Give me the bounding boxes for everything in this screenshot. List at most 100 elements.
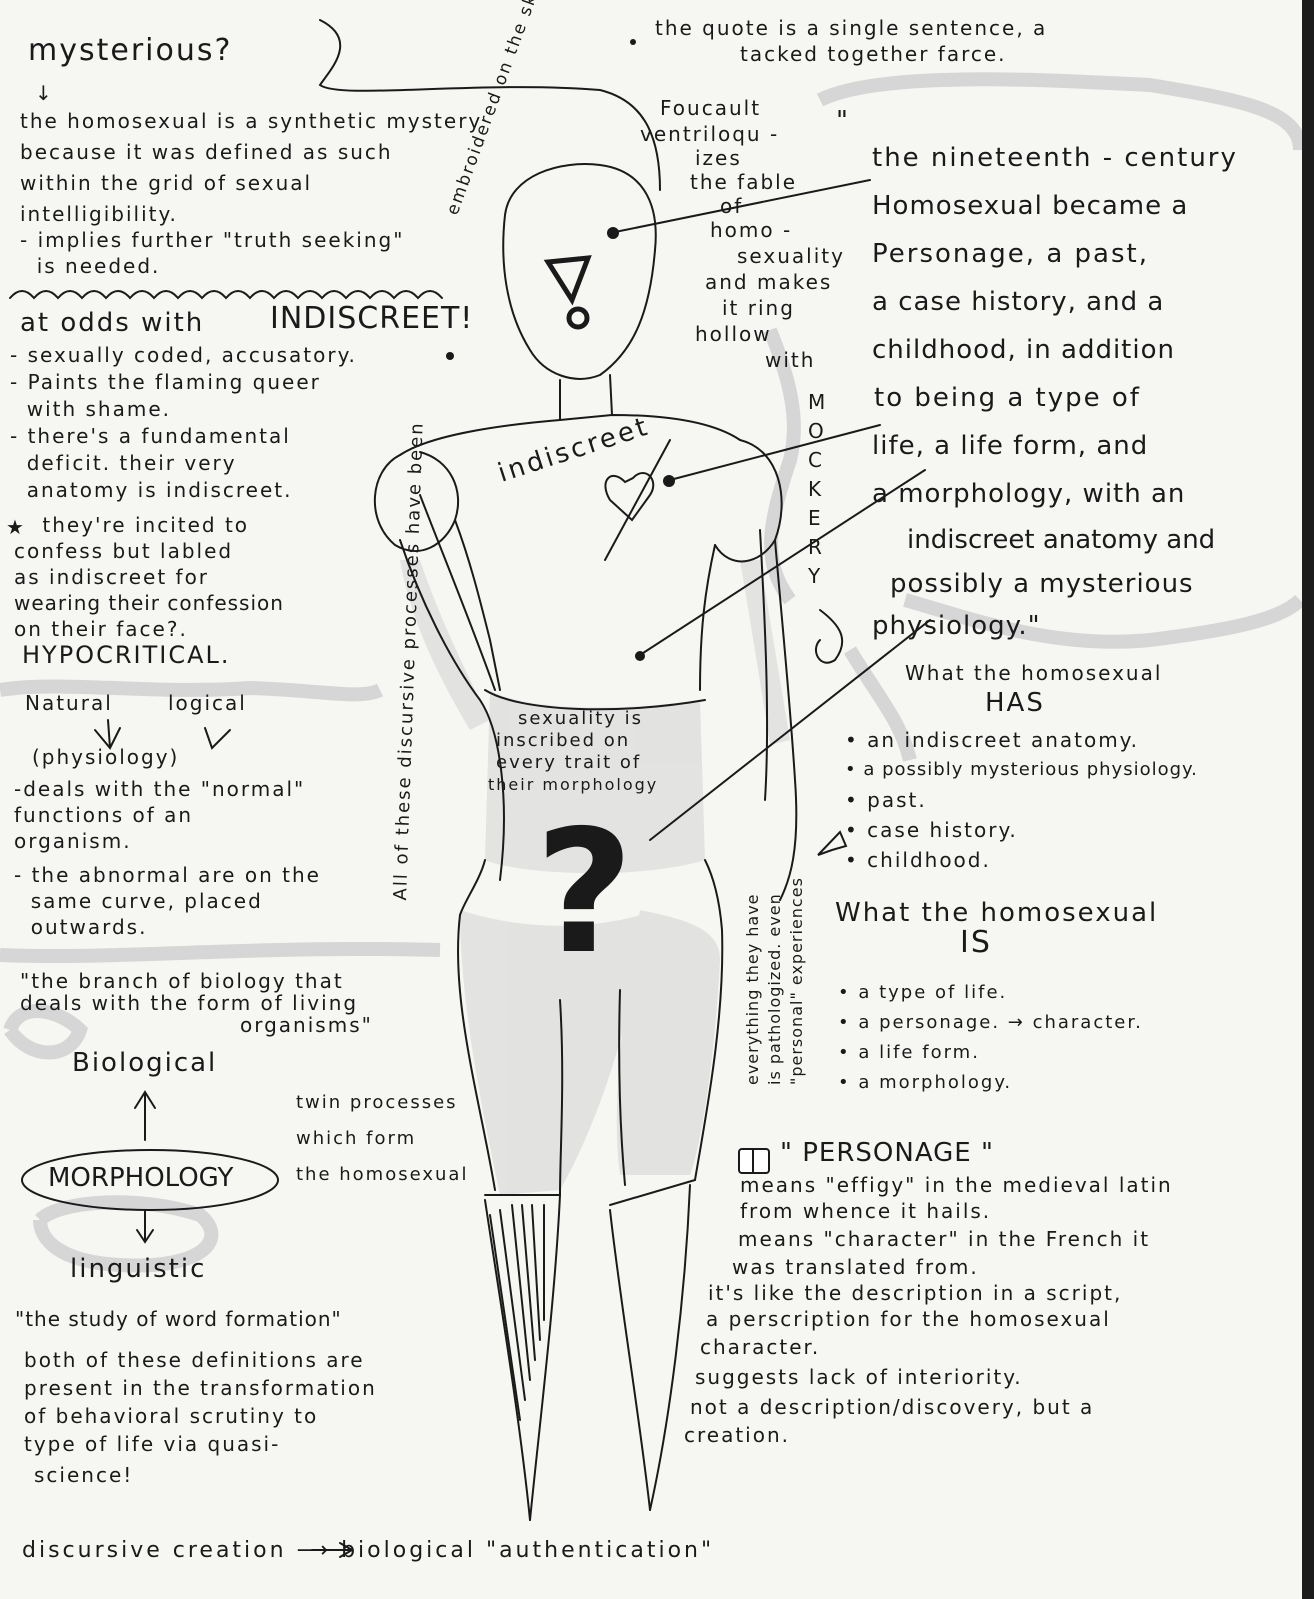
foucault-note: Foucault ventriloqu - izes the fable of … [660, 95, 860, 373]
word-formation-notes: both of these definitions are present in… [24, 1346, 377, 1492]
note-line: creation. [684, 1422, 1117, 1448]
note-line: on their face?. [14, 616, 284, 642]
note-line: as indiscreet for [14, 564, 284, 590]
has-heading-prefix: What the homosexual [905, 660, 1162, 686]
morphology-definition: "the branch of biology that deals with t… [20, 970, 358, 1036]
indiscreet-notes: - sexually coded, accusatory. - Paints t… [10, 342, 357, 504]
has-item-text: past. [867, 788, 927, 812]
indiscreet-heading-word: INDISCREET! [270, 306, 473, 332]
mockery-letter: Y [808, 562, 832, 591]
note-line: a perscription for the homosexual [706, 1306, 1139, 1332]
note-line: -deals with the "normal" [14, 776, 321, 802]
hypocritical-label: HYPOCRITICAL. [22, 642, 231, 668]
personage-title: " PERSONAGE " [780, 1140, 994, 1166]
note-line: both of these definitions are [24, 1346, 377, 1374]
note-line: ventriloqu - [640, 121, 840, 147]
quote-line: a morphology, with an [872, 470, 1302, 518]
has-item-text: childhood. [867, 848, 991, 872]
quote-line: physiology." [872, 606, 1302, 646]
note-line: "personal" experiences [786, 877, 808, 1085]
list-item: • a life form. [838, 1038, 1143, 1068]
list-item: • an indiscreet anatomy. [845, 725, 1198, 755]
mockery-letter: C [808, 446, 832, 475]
note-line: within the grid of sexual [20, 170, 482, 196]
mockery-letter: E [808, 504, 832, 533]
physiology-notes: -deals with the "normal" functions of an… [14, 776, 321, 940]
note-line: Foucault [660, 95, 860, 121]
book-icon [738, 1148, 770, 1174]
note-line: sexuality is [518, 708, 688, 730]
note-line: the fable [690, 169, 890, 195]
note-line: because it was defined as such [20, 139, 482, 165]
has-item-text: an indiscreet anatomy. [867, 728, 1139, 752]
physiology-word: (physiology) [32, 744, 179, 770]
note-line: - implies further "truth seeking" [20, 227, 482, 253]
note-line: izes [695, 147, 895, 169]
note-line: - there's a fundamental [10, 423, 357, 450]
quote-line: a case history, and a [872, 278, 1302, 326]
note-line: deficit. their very [10, 450, 357, 477]
note-line: type of life via quasi- [24, 1430, 377, 1458]
mysterious-notes: the homosexual is a synthetic mystery be… [20, 108, 482, 279]
foucault-quote: the nineteenth - century Homosexual beca… [872, 134, 1302, 646]
linguistic-label: linguistic [70, 1256, 206, 1282]
quote-line: the nineteenth - century [872, 134, 1302, 182]
quote-line: possibly a mysterious [890, 562, 1314, 606]
list-item: • a morphology. [838, 1068, 1143, 1098]
note-line: was translated from. [732, 1254, 1165, 1280]
quote-line: Personage, a past, [872, 230, 1302, 278]
list-item: • childhood. [845, 845, 1198, 875]
is-item-text: a personage. → character. [858, 1012, 1143, 1033]
logical-label: logical [168, 690, 247, 716]
is-item-text: a type of life. [858, 982, 1007, 1003]
quote-line: indiscreet anatomy and [907, 518, 1314, 562]
list-item: • past. [845, 785, 1198, 815]
is-item-text: a life form. [858, 1042, 980, 1063]
has-item-text: a possibly mysterious physiology. [863, 759, 1198, 780]
note-line: character. [700, 1332, 1133, 1362]
note-line: functions of an [14, 802, 321, 828]
mysterious-heading: mysterious? [28, 38, 232, 64]
note-line: twin processes [296, 1085, 468, 1121]
morphology-label: MORPHOLOGY [48, 1165, 233, 1191]
note-line: - the abnormal are on the [14, 862, 321, 888]
quote-line: Homosexual became a [872, 182, 1302, 230]
note-line: science! [34, 1458, 387, 1492]
note-line: intelligibility. [20, 201, 482, 227]
mockery-letter: R [808, 533, 832, 562]
mockery-vertical: M O C K E R Y [808, 388, 832, 591]
mockery-letter: M [808, 388, 832, 417]
note-line: the quote is a single sentence, a [655, 15, 1047, 41]
sexuality-inscribed-note: sexuality is inscribed on every trait of… [496, 708, 666, 796]
has-list: • an indiscreet anatomy. • a possibly my… [845, 725, 1198, 875]
personage-notes: means "effigy" in the medieval latin fro… [690, 1172, 1123, 1448]
note-line: - Paints the flaming queer [10, 369, 357, 396]
note-line: "the branch of biology that [20, 970, 358, 992]
note-line: is needed. [20, 253, 482, 279]
note-line: - sexually coded, accusatory. [10, 342, 357, 369]
note-line: hollow [695, 321, 895, 347]
note-line: with shame. [10, 396, 357, 423]
note-line: same curve, placed [14, 888, 321, 914]
note-line: present in the transformation [24, 1374, 377, 1402]
note-line: everything they have [742, 877, 764, 1085]
note-line: organisms" [240, 1014, 578, 1036]
note-line: the homosexual [296, 1157, 468, 1193]
confess-notes: they're incited to confess but labled as… [14, 512, 284, 642]
quote-line: life, a life form, and [872, 422, 1302, 470]
quote-line: childhood, in addition [872, 326, 1302, 374]
list-item: • case history. [845, 815, 1198, 845]
is-list: • a type of life. • a personage. → chara… [838, 978, 1143, 1098]
note-line: means "character" in the French it [738, 1224, 1171, 1254]
note-line: from whence it hails. [740, 1198, 1173, 1224]
has-heading-word: HAS [985, 690, 1045, 716]
list-item: • a type of life. [838, 978, 1143, 1008]
page-edge [1302, 0, 1314, 1599]
note-line: wearing their confession [14, 590, 284, 616]
biological-label: Biological [72, 1050, 217, 1076]
note-line: outwards. [14, 914, 321, 940]
note-line: inscribed on [496, 730, 666, 752]
note-line: confess but labled [14, 538, 284, 564]
note-line: means "effigy" in the medieval latin [740, 1172, 1173, 1198]
